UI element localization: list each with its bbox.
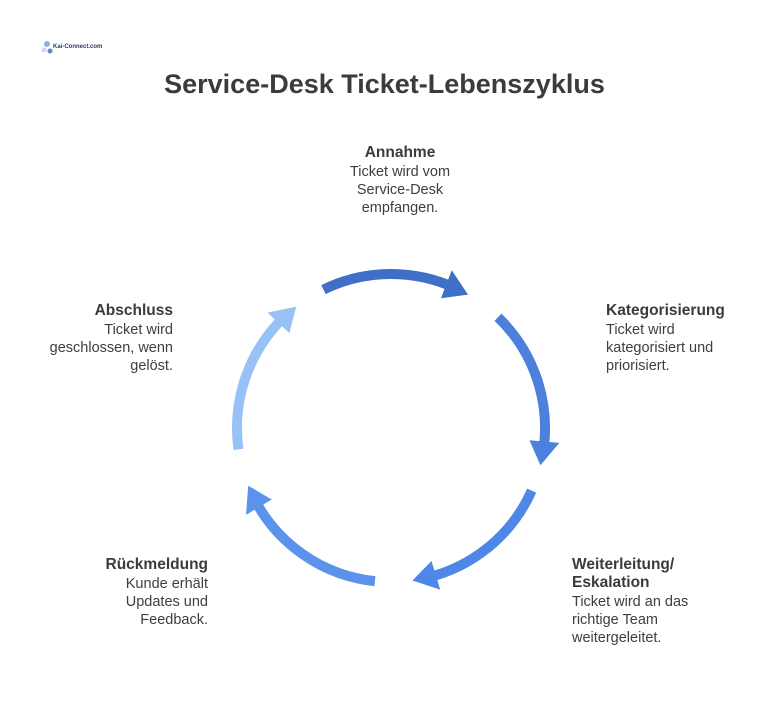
arrow-head-kategorisierung [529,440,560,466]
arrow-arc-abschluss [232,311,290,451]
arrow-arc-rueckmeldung [249,495,376,587]
logo-mark-icon [41,41,53,54]
arrow-head-weiterleitung [412,560,441,590]
arrow-arc-kategorisierung [494,313,550,454]
arrow-arc-weiterleitung [424,488,537,583]
stage-kategorisierung-title: Kategorisierung [606,302,725,319]
arrow-head-rueckmeldung [246,485,272,515]
stage-weiterleitung-label: Weiterleitung/Eskalation Ticket wird an … [572,556,732,647]
stage-rueckmeldung-title: Rückmeldung [105,556,208,573]
page-title: Service-Desk Ticket-Lebenszyklus [164,69,605,99]
stage-abschluss-title: Abschluss [94,302,173,319]
company-logo: Kai-Connect.com [40,38,102,58]
arrow-head-abschluss [267,306,297,334]
arrow-arc-annahme [321,269,459,295]
stage-weiterleitung-title: Weiterleitung/Eskalation [572,556,675,591]
stage-annahme-title: Annahme [364,144,436,161]
logo-brand: Kai-Connect.com [53,44,103,50]
arrow-head-annahme [440,270,468,299]
